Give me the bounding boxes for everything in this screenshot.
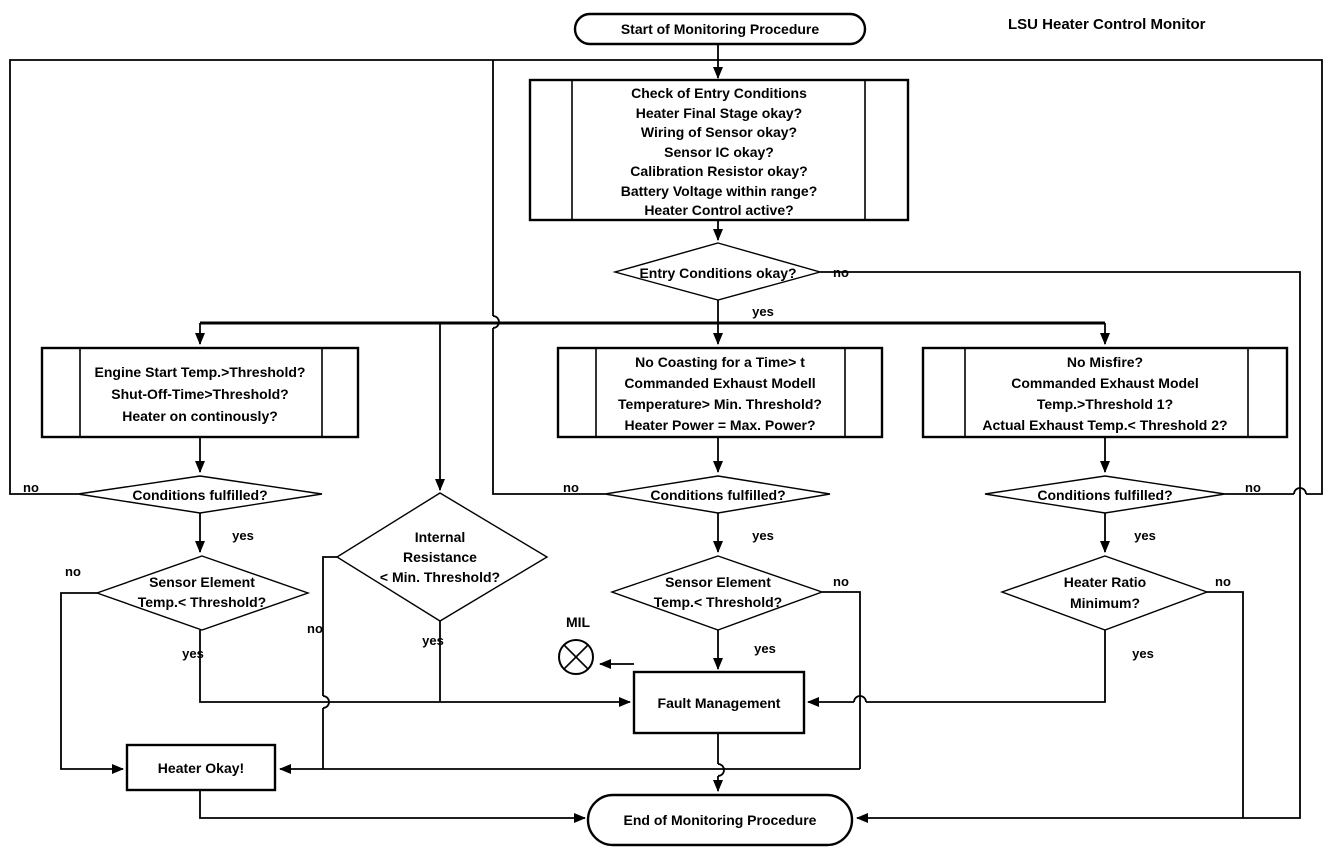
heater-ratio-decision: Heater Ratio Minimum? [1063,574,1147,611]
cond-mid-diamond-shape [604,475,831,514]
sensor-mid-diamond-shape [609,555,825,631]
internal-resistance-decision: Internal Resistance < Min. Threshold? [379,529,501,585]
entry-ok-decision: Entry Conditions okay? [639,265,797,281]
mil-label: MIL [565,614,591,630]
label-sensor-mid-yes: yes [754,641,776,656]
sensor-left-decision: Sensor Element Temp.< Threshold? [137,574,267,610]
entry-check-node: Check of Entry Conditions Heater Final S… [620,85,818,218]
cond-mid-decision: Conditions fulfilled? [650,487,786,503]
label-cond-left-yes: yes [232,528,254,543]
label-entry-no: no [833,265,849,280]
entry-ok-diamond-shape [612,242,823,301]
label-cond-mid-yes: yes [752,528,774,543]
cond-left-decision: Conditions fulfilled? [132,487,268,503]
coasting-check-box-shape [556,346,884,439]
end-terminator-shape [586,793,854,847]
coasting-check-node: No Coasting for a Time> t Commanded Exha… [618,354,822,433]
cond-right-decision: Conditions fulfilled? [1037,487,1173,503]
sensor-left-diamond-shape [94,555,311,631]
cond-left-diamond-shape [77,475,323,514]
page-title: LSU Heater Control Monitor [1008,16,1206,33]
label-entry-yes: yes [752,304,774,319]
internal-resistance-diamond-shape [335,492,549,622]
heater-ratio-diamond-shape [999,555,1210,631]
entry-check-box-shape [528,78,910,222]
label-cond-left-no: no [23,480,39,495]
connector-lines [9,44,1323,823]
engine-check-node: Engine Start Temp.>Threshold? Shut-Off-T… [94,364,306,424]
label-heater-ratio-no: no [1215,574,1231,589]
node-shapes [40,12,1289,847]
misfire-check-node: No Misfire? Commanded Exhaust Model Temp… [982,354,1228,433]
cond-right-diamond-shape [984,475,1226,514]
heater-okay-box-shape [125,743,277,792]
start-terminator-shape [573,12,867,46]
label-cond-right-no: no [1245,480,1261,495]
label-cond-right-yes: yes [1134,528,1156,543]
mil-indicator-icon [558,639,594,675]
label-heater-ratio-yes: yes [1132,646,1154,661]
sensor-mid-decision: Sensor Element Temp.< Threshold? [653,574,783,610]
label-sensor-left-no: no [65,564,81,579]
label-internal-resistance-no: no [307,621,323,636]
label-internal-resistance-yes: yes [422,633,444,648]
start-node: Start of Monitoring Procedure [620,21,820,37]
label-sensor-left-yes: yes [182,646,204,661]
misfire-check-box-shape [921,346,1289,439]
label-sensor-mid-no: no [833,574,849,589]
label-cond-mid-no: no [563,480,579,495]
decision-diamonds [77,242,1226,631]
engine-check-box-shape [40,346,360,439]
end-node: End of Monitoring Procedure [623,812,817,828]
fault-management-box-shape [632,670,806,735]
heater-okay-node: Heater Okay! [157,760,245,776]
process-side-strips [79,80,1249,437]
fault-management-node: Fault Management [657,695,781,711]
